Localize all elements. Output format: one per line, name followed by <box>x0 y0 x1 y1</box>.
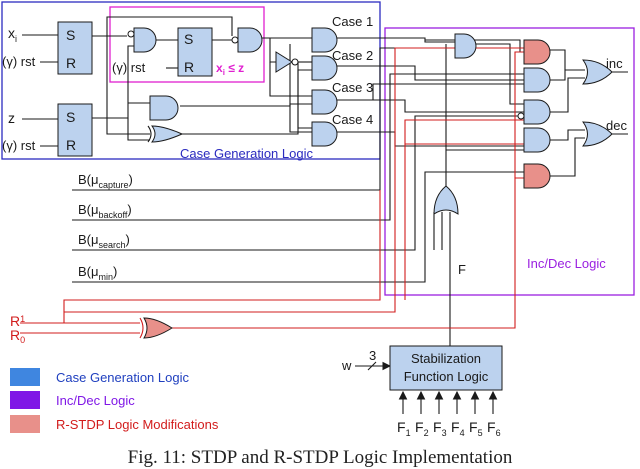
case-2-label: Case 2 <box>332 48 373 63</box>
and-gate-rstdp-1 <box>523 39 551 65</box>
input-z-label: z <box>8 110 15 126</box>
xor-gate-z <box>147 125 184 143</box>
and-gate-case-3 <box>311 89 338 115</box>
svg-text:R: R <box>66 55 76 71</box>
case-generation-title: Case Generation Logic <box>180 146 313 161</box>
stabilization-block: Stabilization Function Logic <box>389 345 503 391</box>
wires <box>22 16 628 414</box>
and-gate-rstdp-2 <box>523 163 551 189</box>
rstdp-wires <box>20 47 524 334</box>
case-4-label: Case 4 <box>332 112 373 127</box>
svg-text:F6: F6 <box>487 419 501 438</box>
and-gate-case-1 <box>311 27 338 53</box>
r1-label: R1 <box>10 313 25 329</box>
xor-gate-r <box>139 317 173 339</box>
svg-text:S: S <box>184 31 193 47</box>
or-gate-f <box>433 185 459 215</box>
svg-text:Stabilization: Stabilization <box>411 351 481 366</box>
legend-swatch-rstdp <box>10 415 40 433</box>
svg-text:R: R <box>184 59 194 75</box>
or-gate-inc <box>582 59 613 85</box>
gamma-rst-label-3: (γ) rst <box>2 138 36 153</box>
svg-text:Function Logic: Function Logic <box>404 369 489 384</box>
svg-text:R1: R1 <box>10 313 25 329</box>
or-gate-dec <box>582 121 613 147</box>
dec-output-label: dec <box>606 118 627 133</box>
svg-text:S: S <box>66 109 75 125</box>
case-1-label: Case 1 <box>332 14 373 29</box>
svg-text:B(μcapture): B(μcapture) <box>78 172 133 190</box>
legend-label-rstdp: R-STDP Logic Modifications <box>56 417 219 432</box>
b-capture-label: B(μcapture) <box>78 172 133 190</box>
compare-frame <box>109 6 265 83</box>
not-gate <box>275 51 299 73</box>
b-backoff-label: B(μbackoff) <box>78 202 132 220</box>
flipflop-compare: S R <box>177 27 213 77</box>
svg-text:xi: xi <box>8 25 17 44</box>
inc-output-label: inc <box>606 56 623 71</box>
svg-text:F5: F5 <box>469 419 483 438</box>
input-x-label: xi <box>8 25 17 44</box>
svg-text:S: S <box>66 27 75 43</box>
svg-text:B(μsearch): B(μsearch) <box>78 232 130 250</box>
and-gate-inc-1 <box>523 67 551 93</box>
and-gate-incdec-top <box>454 33 477 59</box>
legend-swatch-inc-dec <box>10 391 40 409</box>
and-gate-case-2 <box>311 55 338 81</box>
inc-dec-title: Inc/Dec Logic <box>527 256 606 271</box>
svg-text:F2: F2 <box>415 419 429 438</box>
svg-text:B(μmin): B(μmin) <box>78 264 117 282</box>
svg-text:R0: R0 <box>10 327 25 345</box>
legend-label-inc-dec: Inc/Dec Logic <box>56 393 135 408</box>
and-gate-case-4 <box>311 121 338 147</box>
case-3-label: Case 3 <box>332 80 373 95</box>
b-search-label: B(μsearch) <box>78 232 130 250</box>
and-gate-dec-1 <box>523 127 551 153</box>
svg-text:F3: F3 <box>433 419 447 438</box>
and-gate-compare <box>127 27 157 53</box>
w-label: w <box>341 358 352 373</box>
and-gate-compare-2 <box>231 27 263 53</box>
legend-swatch-case-gen <box>10 368 40 386</box>
and-gate-inc-2 <box>517 99 551 125</box>
svg-text:B(μbackoff): B(μbackoff) <box>78 202 132 220</box>
flipflop-x: S R <box>57 21 93 75</box>
legend: Case Generation Logic Inc/Dec Logic R-ST… <box>10 368 219 433</box>
r0-label: R0 <box>10 327 25 345</box>
and-gate-z <box>149 95 179 121</box>
svg-text:F1: F1 <box>397 419 411 438</box>
flipflop-z: S R <box>57 103 93 157</box>
compare-label: xi ≤ z <box>216 61 244 77</box>
gamma-rst-label-2: (γ) rst <box>112 60 146 75</box>
svg-text:F4: F4 <box>451 419 465 438</box>
b-min-label: B(μmin) <box>78 264 117 282</box>
f-input-labels: F1 F2 F3 F4 F5 F6 <box>397 419 501 438</box>
inc-dec-frame <box>384 27 635 296</box>
f-label: F <box>458 262 466 277</box>
svg-text:R: R <box>66 137 76 153</box>
figure-caption: Fig. 11: STDP and R-STDP Logic Implement… <box>127 447 513 468</box>
svg-text:xi ≤ z: xi ≤ z <box>216 61 244 77</box>
w-width-label: 3 <box>369 348 376 363</box>
gamma-rst-label-1: (γ) rst <box>2 54 36 69</box>
legend-label-case-gen: Case Generation Logic <box>56 370 189 385</box>
